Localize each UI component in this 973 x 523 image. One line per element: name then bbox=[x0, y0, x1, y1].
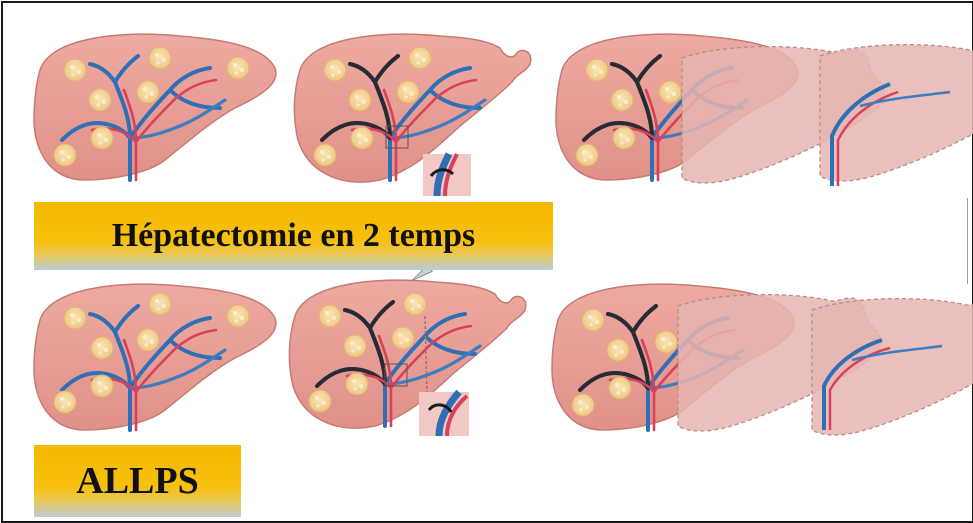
row1-liver-2 bbox=[294, 34, 530, 182]
row1-liver-1 bbox=[34, 34, 276, 180]
divider-line bbox=[967, 198, 968, 284]
label-two-stage-text: Hépatectomie en 2 temps bbox=[112, 217, 476, 255]
row2-liver-1 bbox=[34, 284, 276, 430]
label-allps: ALLPS bbox=[34, 445, 241, 517]
label-two-stage-hepatectomy: Hépatectomie en 2 temps bbox=[34, 202, 553, 270]
row1-liver-4 bbox=[820, 45, 973, 186]
row2-liver-4 bbox=[812, 299, 973, 435]
row1-zoom-inset bbox=[423, 154, 471, 196]
label-allps-text: ALLPS bbox=[76, 459, 198, 503]
row2-liver-2 bbox=[289, 280, 525, 428]
ligature-clip-icon bbox=[419, 392, 469, 436]
